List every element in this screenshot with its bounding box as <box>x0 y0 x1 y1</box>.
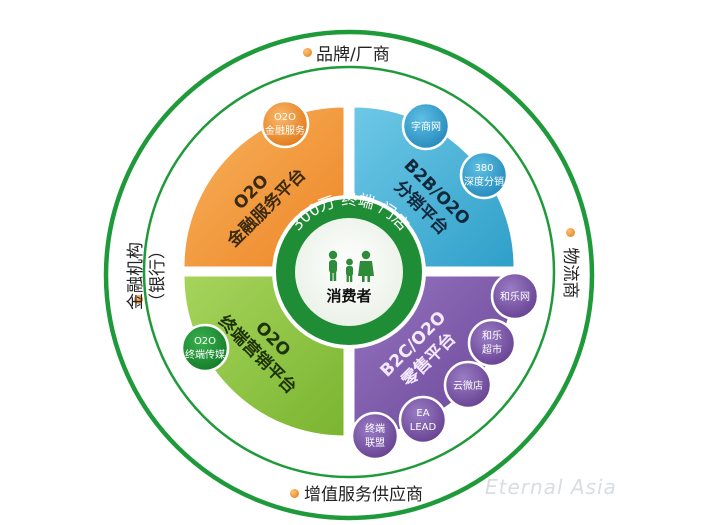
svg-text:终端传媒: 终端传媒 <box>185 348 225 361</box>
svg-text:联盟: 联盟 <box>365 437 385 449</box>
bubble-cloud-shop[interactable]: 云微店 <box>443 360 493 410</box>
svg-text:O2O: O2O <box>194 336 216 347</box>
svg-text:云微店: 云微店 <box>453 379 483 392</box>
svg-text:380: 380 <box>474 163 493 174</box>
bubble-o2o-media[interactable]: O2O 终端传媒 <box>180 323 230 373</box>
svg-text:字商网: 字商网 <box>411 120 441 133</box>
svg-text:超市: 超市 <box>482 343 502 356</box>
left-label-dot <box>134 295 143 304</box>
bubble-o2o-finance[interactable]: O2O 金融服务 <box>260 99 310 149</box>
svg-text:和乐网: 和乐网 <box>500 291 530 303</box>
bubble-terminal-union[interactable]: 终端 联盟 <box>350 411 400 461</box>
svg-text:终端: 终端 <box>365 422 385 435</box>
middle-ring <box>142 65 556 479</box>
svg-text:深度分销: 深度分销 <box>464 175 504 188</box>
svg-text:和乐: 和乐 <box>482 330 502 342</box>
bubble-hele-market[interactable]: 和乐 超市 <box>467 318 517 368</box>
bubble-hele-net[interactable]: 和乐网 <box>490 271 540 321</box>
right-label-dot <box>566 228 575 237</box>
label-logistics: 物流商 <box>560 247 580 299</box>
label-bank: （银行） <box>148 242 168 310</box>
label-value-added-suppliers: 增值服务供应商 <box>304 485 423 505</box>
label-brand-manufacturer: 品牌/厂商 <box>316 45 390 65</box>
bubble-ea-lead[interactable]: EA LEAD <box>398 395 448 445</box>
watermark: Eternal Asia <box>485 475 617 499</box>
family-icon <box>328 250 374 282</box>
top-label-dot <box>303 48 312 57</box>
svg-text:EA: EA <box>416 408 429 419</box>
outer-ring <box>103 29 595 521</box>
bubble-380-deep-distribution[interactable]: 380 深度分销 <box>459 150 509 200</box>
bottom-label-dot <box>290 489 299 498</box>
svg-text:金融服务: 金融服务 <box>265 124 305 137</box>
svg-text:O2O: O2O <box>274 112 296 123</box>
svg-text:LEAD: LEAD <box>410 422 437 433</box>
center-title: 消费者 <box>326 287 371 305</box>
bubble-zishang[interactable]: 字商网 <box>401 101 451 151</box>
